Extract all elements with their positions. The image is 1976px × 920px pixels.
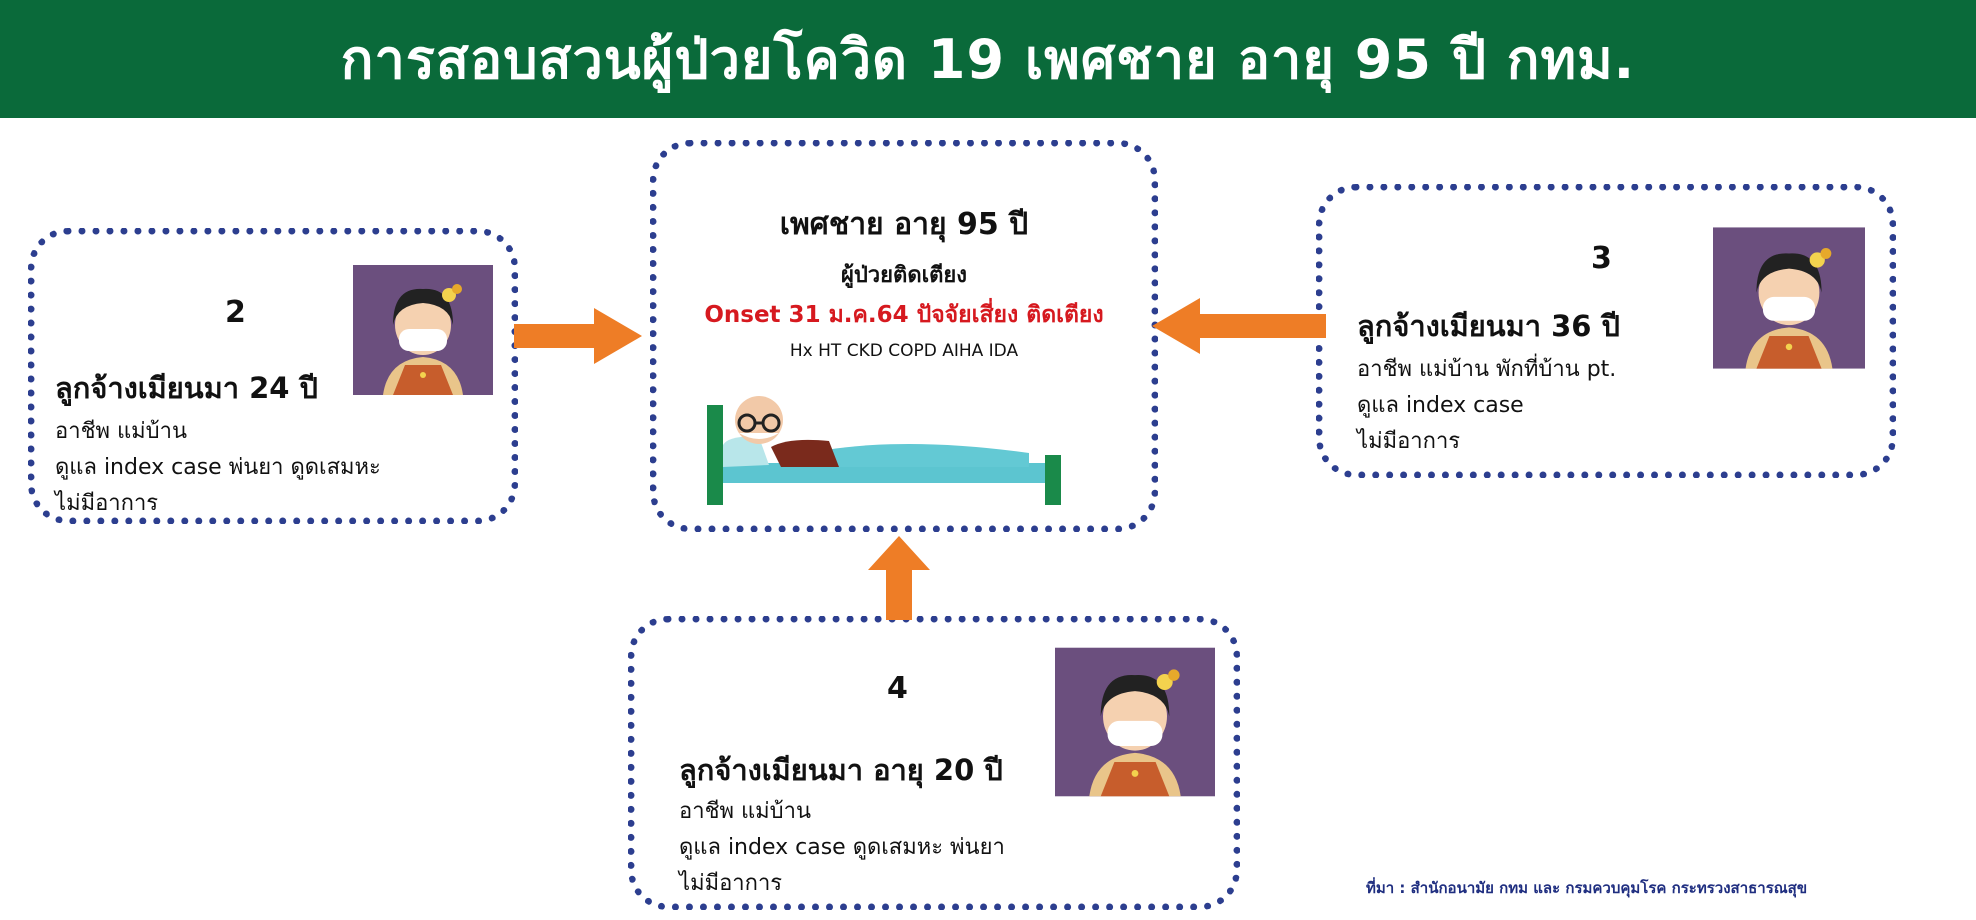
- contact-occupation: อาชีพ แม่บ้าน: [679, 799, 812, 824]
- contact-symptoms: ไม่มีอาการ: [1357, 429, 1461, 454]
- contact-box-4: 4 ลูกจ้างเมียนมา อายุ 20 ปี อาชีพ แม่บ้า…: [628, 616, 1240, 910]
- patient-onset: Onset 31 ม.ค.64 ปัจจัยเสี่ยง ติดเตียง: [704, 302, 1104, 328]
- contact-title: ลูกจ้างเมียนมา 24 ปี: [55, 371, 318, 405]
- contact-number: 2: [225, 295, 246, 330]
- header-banner: การสอบสวนผู้ป่วยโควิด 19 เพศชาย อายุ 95 …: [0, 0, 1976, 118]
- contact-care: ดูแล index case ดูดเสมหะ พ่นยา: [679, 835, 1005, 860]
- patient-title: เพศชาย อายุ 95 ปี: [779, 207, 1029, 242]
- contact-box-3: 3 ลูกจ้างเมียนมา 36 ปี อาชีพ แม่บ้าน พัก…: [1316, 184, 1896, 478]
- contact-number: 4: [887, 671, 908, 706]
- contact-title: ลูกจ้างเมียนมา อายุ 20 ปี: [679, 753, 1003, 787]
- masked-woman-avatar-icon: [353, 265, 493, 395]
- arrow-up-icon: [868, 536, 930, 620]
- patient-status: ผู้ป่วยติดเตียง: [840, 263, 968, 288]
- patient-history: Hx HT CKD COPD AIHA IDA: [789, 341, 1019, 361]
- source-note: ที่มา : สำนักอนามัย กทม และ กรมควบคุมโรค…: [1366, 879, 1808, 897]
- contact-box-2: 2 ลูกจ้างเมียนมา 24 ปี อาชีพ แม่บ้าน ดูแ…: [28, 228, 518, 524]
- contact-symptoms: ไม่มีอาการ: [679, 871, 783, 896]
- masked-woman-avatar-icon: [1713, 227, 1865, 369]
- contact-care: ดูแล index case พ่นยา ดูดเสมหะ: [55, 455, 381, 480]
- arrow-right-icon: [514, 308, 642, 364]
- contact-symptoms: ไม่มีอาการ: [55, 491, 159, 516]
- page-title: การสอบสวนผู้ป่วยโควิด 19 เพศชาย อายุ 95 …: [340, 28, 1636, 91]
- contact-number: 3: [1591, 241, 1612, 276]
- contact-title: ลูกจ้างเมียนมา 36 ปี: [1357, 309, 1620, 343]
- contact-occupation: อาชีพ แม่บ้าน พักที่บ้าน pt.: [1357, 357, 1617, 382]
- arrow-left-icon: [1152, 298, 1326, 354]
- masked-woman-avatar-icon: [1055, 647, 1215, 797]
- contact-occupation: อาชีพ แม่บ้าน: [55, 419, 188, 444]
- bedridden-patient-icon: [707, 396, 1061, 505]
- patient-box: เพศชาย อายุ 95 ปี ผู้ป่วยติดเตียง Onset …: [650, 140, 1158, 532]
- contact-care: ดูแล index case: [1357, 393, 1524, 418]
